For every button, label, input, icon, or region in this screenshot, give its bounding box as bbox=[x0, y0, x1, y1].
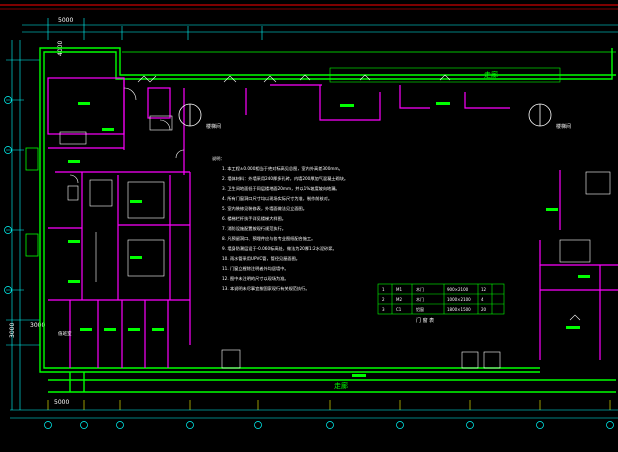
note-line: 3. 卫生间地面低于同层楼地面20mm，并以1%坡度坡向地漏。 bbox=[222, 185, 340, 192]
table-cell: 1 bbox=[382, 287, 385, 292]
table-cell: 铝窗 bbox=[416, 306, 424, 312]
door-window-table bbox=[377, 283, 505, 315]
corridor-north-label: 走廊 bbox=[484, 70, 498, 79]
dimension-chain-top bbox=[22, 18, 618, 40]
note-line: 说明： bbox=[212, 155, 225, 162]
left-wall-markers bbox=[25, 147, 39, 257]
dimension-chain-left bbox=[6, 40, 40, 410]
note-line: 7. 消防设施配置按现行规范执行。 bbox=[222, 225, 286, 232]
table-cell: 木门 bbox=[416, 286, 424, 292]
general-notes: 说明： 1. 本工程±0.000相当于绝对标高见总图，室内外高差300mm。 2… bbox=[212, 155, 348, 292]
note-line: 11. 门窗立樘除注明者外均居墙中。 bbox=[222, 265, 289, 272]
table-cell: 4 bbox=[481, 297, 484, 302]
table-cell: 12 bbox=[481, 287, 487, 292]
note-line: 13. 本说明未尽事宜按国家现行有关规范执行。 bbox=[222, 285, 310, 292]
fixtures bbox=[59, 115, 611, 282]
note-line: 8. 凡预留洞口、预埋件应与各专业图纸配合施工。 bbox=[222, 235, 315, 242]
corridor-north-outline bbox=[329, 67, 561, 83]
dimension-label-top: 5000 bbox=[58, 17, 73, 24]
dimension-label-bottom: 5000 bbox=[54, 399, 69, 406]
exterior-walls bbox=[39, 47, 616, 393]
dimension-chain-bottom bbox=[10, 409, 618, 419]
note-line: 6. 楼梯栏杆扶手详见楼梯大样图。 bbox=[222, 215, 286, 222]
table-cell: 900×2100 bbox=[447, 287, 469, 292]
table-cell: 20 bbox=[481, 307, 487, 312]
table-cell: 1000×2100 bbox=[447, 297, 471, 302]
room-tags bbox=[68, 102, 590, 377]
south-wall-openings bbox=[221, 349, 501, 369]
interior-partitions bbox=[47, 77, 618, 368]
note-line: 5. 室内装修见装修表，外墙面做法见立面图。 bbox=[222, 205, 307, 212]
table-cell: 木门 bbox=[416, 296, 424, 302]
room-label-left: 值班室 bbox=[58, 330, 72, 337]
note-line: 2. 墙体材料：外墙采用240厚多孔砖，内墙200厚加气混凝土砌块。 bbox=[222, 175, 348, 182]
note-line: 10. 雨水管采用UPVC管，管径见屋面图。 bbox=[222, 255, 300, 262]
column-grid-ticks bbox=[47, 400, 611, 410]
stair-label-left: 楼梯间 bbox=[206, 123, 221, 130]
axis-bubbles-bottom bbox=[44, 421, 614, 429]
note-line: 1. 本工程±0.000相当于绝对标高见总图，室内外高差300mm。 bbox=[222, 165, 343, 172]
dimension-label-left-lower2: 3000 bbox=[30, 322, 45, 329]
axis-bubbles-left bbox=[4, 96, 12, 294]
corridor-south-label: 走廊 bbox=[334, 381, 348, 390]
table-cell: M1 bbox=[396, 287, 402, 292]
stair-circle-right bbox=[528, 103, 552, 127]
stair-circle-left bbox=[178, 103, 202, 127]
door-window-table-caption: 门 窗 表 bbox=[416, 317, 434, 324]
stair-label-right: 楼梯间 bbox=[556, 123, 571, 130]
door-window-table-cells: 1 M1 木门 900×2100 12 2 M2 木门 1000×2100 4 … bbox=[382, 286, 487, 312]
note-line: 12. 图中未注明的尺寸以现场为准。 bbox=[222, 275, 289, 282]
door-swings bbox=[69, 74, 581, 321]
table-cell: 1800×1500 bbox=[447, 307, 471, 312]
table-cell: 2 bbox=[382, 297, 385, 302]
table-cell: M2 bbox=[396, 297, 402, 302]
note-line: 9. 墙身防潮层设于-0.060标高处，做法为20厚1:2水泥砂浆。 bbox=[222, 245, 337, 252]
table-cell: C1 bbox=[396, 307, 402, 312]
table-cell: 3 bbox=[382, 307, 385, 312]
note-line: 4. 所有门窗洞口尺寸均以现场实际尺寸为准，制作前核对。 bbox=[222, 195, 332, 202]
dimension-label-left-lower: 3000 bbox=[9, 323, 16, 338]
